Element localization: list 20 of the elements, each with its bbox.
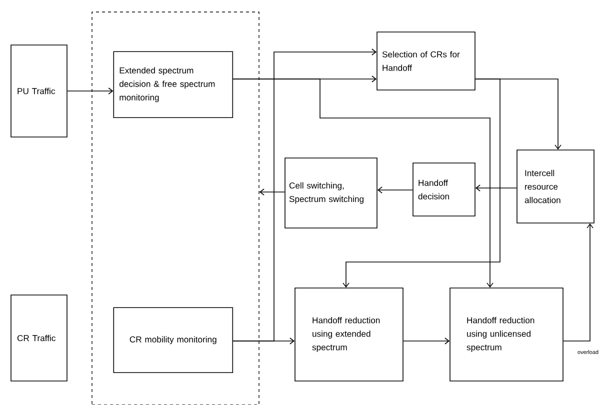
arrow [377, 186, 413, 194]
process-box: Intercell resource allocation [516, 150, 594, 224]
process-box: PU Traffic [10, 44, 68, 138]
process-box: Selection of CRs for Handoff [376, 32, 476, 90]
process-box: Extended spectrum decision & free spectrum monitoring [113, 51, 234, 118]
arrow [403, 338, 450, 344]
process-box: Handoff reduction using extended spectrum [294, 288, 404, 382]
process-box: Handoff reduction using unlicensed spectrum [450, 288, 564, 382]
arrow [342, 78, 500, 288]
arrow [232, 78, 494, 288]
process-box: CR Traffic [10, 294, 68, 382]
dashed-region [92, 12, 260, 405]
process-box: Cell switching, Spectrum switching [284, 158, 378, 228]
process-box: Handoff decision [412, 162, 476, 216]
process-box: CR mobility monitoring [113, 307, 234, 374]
arrow [563, 223, 594, 342]
arrow [232, 48, 377, 342]
arrow [259, 188, 285, 196]
arrow [475, 184, 517, 192]
arrow [67, 88, 114, 94]
